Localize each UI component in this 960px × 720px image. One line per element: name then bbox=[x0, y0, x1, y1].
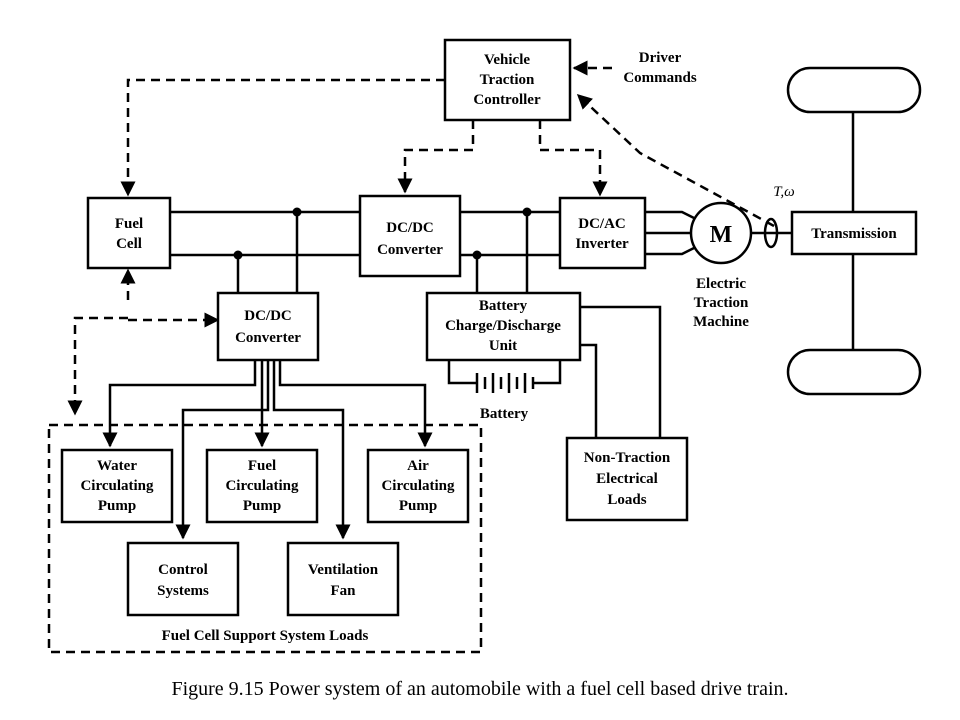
label-line: Ventilation bbox=[308, 562, 379, 578]
water-circulating-pump: Water Circulating Pump bbox=[60, 448, 174, 524]
label-line: Loads bbox=[607, 492, 646, 508]
label-line: Pump bbox=[98, 498, 136, 514]
label-line: Electric bbox=[696, 276, 746, 292]
rear-wheel bbox=[786, 348, 922, 396]
junction-dots bbox=[233, 207, 532, 260]
label-line: Circulating bbox=[80, 478, 154, 494]
label-line: Pump bbox=[399, 498, 437, 514]
label-line: Circulating bbox=[381, 478, 455, 494]
torque-speed-label: T,ω bbox=[773, 184, 795, 200]
label-line: Electrical bbox=[596, 471, 658, 487]
transmission-block: Transmission bbox=[790, 210, 918, 256]
controller-to-dcdc-signal bbox=[397, 120, 475, 194]
label-line: Traction bbox=[480, 72, 535, 88]
label-line: Battery bbox=[479, 298, 528, 314]
label-line: Converter bbox=[377, 242, 443, 258]
front-wheel bbox=[786, 66, 922, 114]
label-line: Fan bbox=[330, 583, 356, 599]
battery-label: Battery bbox=[480, 406, 529, 422]
label-line: Commands bbox=[623, 70, 697, 86]
control-signals bbox=[67, 60, 775, 416]
battery-symbol: Battery bbox=[463, 373, 547, 422]
battery-charge-unit: Battery Charge/Discharge Unit bbox=[425, 291, 582, 362]
dcac-inverter: DC/AC Inverter bbox=[558, 196, 647, 270]
label-line: Controller bbox=[473, 92, 541, 108]
driver-commands-label: Driver Commands bbox=[623, 50, 697, 86]
label-line: Converter bbox=[235, 330, 301, 346]
ventilation-fan: Ventilation Fan bbox=[286, 541, 400, 617]
label-line: Charge/Discharge bbox=[445, 318, 561, 334]
electric-traction-machine: M Electric Traction Machine bbox=[689, 201, 753, 330]
sensor-ring bbox=[763, 217, 779, 249]
label-line: Air bbox=[407, 458, 429, 474]
fuel-cell-block: Fuel Cell bbox=[86, 196, 172, 270]
label-line: Fuel bbox=[248, 458, 276, 474]
support-system-boundary bbox=[47, 423, 483, 654]
vehicle-traction-controller: Vehicle Traction Controller bbox=[443, 38, 572, 122]
non-traction-loads: Non-Traction Electrical Loads bbox=[565, 436, 689, 522]
label-line: Systems bbox=[157, 583, 209, 599]
label-line: Transmission bbox=[811, 226, 897, 242]
label-line: Machine bbox=[693, 314, 749, 330]
label-line: DC/DC bbox=[244, 308, 292, 324]
label-line: Driver bbox=[639, 50, 682, 66]
label-line: DC/AC bbox=[578, 216, 626, 232]
controller-to-fuel-cell-signal bbox=[120, 78, 445, 197]
torque-speed-sensor: T,ω bbox=[763, 184, 795, 249]
label-line: Cell bbox=[116, 236, 142, 252]
figure-caption: Figure 9.15 Power system of an automobil… bbox=[171, 678, 788, 700]
dcdc-converter-aux: DC/DC Converter bbox=[216, 291, 320, 362]
support-loads-label: Fuel Cell Support System Loads bbox=[162, 628, 369, 644]
label-line: Non-Traction bbox=[584, 450, 671, 466]
axle-assembly bbox=[786, 66, 922, 396]
motor-circle bbox=[689, 201, 753, 265]
speed-feedback-signal bbox=[576, 93, 775, 228]
label-line: Vehicle bbox=[484, 52, 530, 68]
label-line: Inverter bbox=[575, 236, 629, 252]
label-line: Pump bbox=[243, 498, 281, 514]
label-line: Circulating bbox=[225, 478, 299, 494]
air-circulating-pump: Air Circulating Pump bbox=[366, 448, 470, 524]
label-line: Traction bbox=[694, 295, 749, 311]
label-line: Fuel bbox=[115, 216, 143, 232]
control-systems: Control Systems bbox=[126, 541, 240, 617]
label-line: Water bbox=[97, 458, 137, 474]
label-line: DC/DC bbox=[386, 220, 434, 236]
motor-symbol: M bbox=[710, 222, 733, 248]
fuel-circulating-pump: Fuel Circulating Pump bbox=[205, 448, 319, 524]
label-line: Unit bbox=[489, 338, 517, 354]
dcdc-converter-main: DC/DC Converter bbox=[358, 194, 462, 278]
support-load-feeds bbox=[102, 360, 433, 540]
label-line: Control bbox=[158, 562, 208, 578]
controller-to-inverter-signal bbox=[538, 120, 608, 197]
fuel-cell-to-support-loads-signal bbox=[67, 316, 128, 416]
